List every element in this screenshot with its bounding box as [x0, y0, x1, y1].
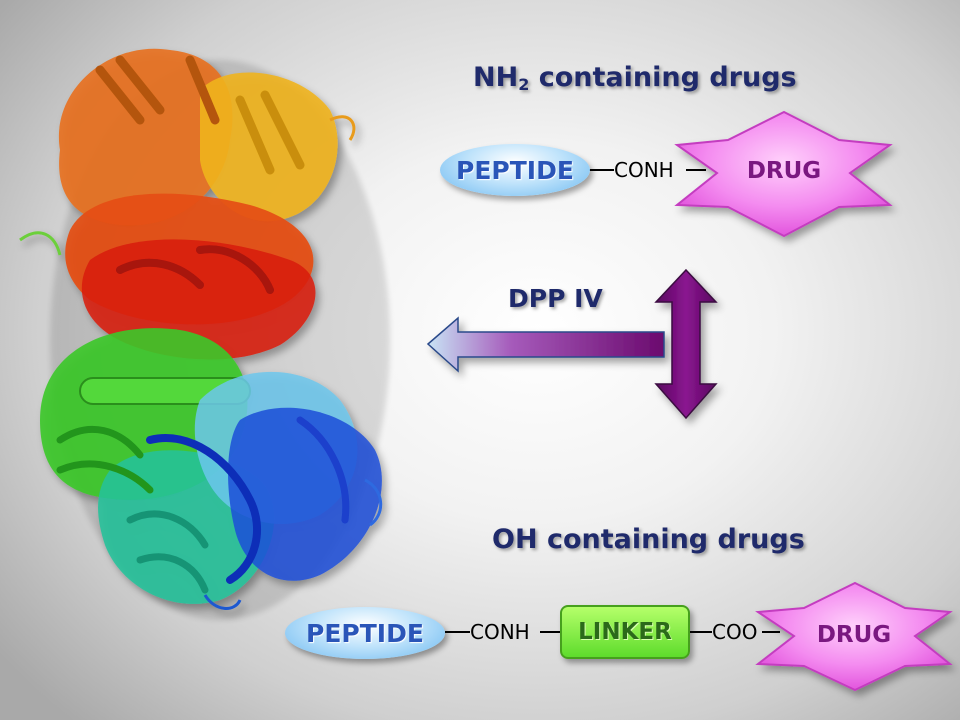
oh-heading: OH containing drugs [492, 524, 805, 555]
heading-suffix: containing drugs [529, 62, 797, 93]
protein-ribbons [19, 48, 383, 610]
bond-label-conh-bottom: CONH [470, 620, 530, 644]
nh2-heading: NH2 containing drugs [473, 62, 797, 94]
drug-label-bottom: DRUG [816, 622, 892, 648]
bond-label-conh-top: CONH [614, 158, 674, 182]
bond-label-coo: COO [712, 620, 758, 644]
drug-star-top [674, 110, 893, 238]
peptide-pill-top: PEPTIDE [440, 144, 590, 196]
peptide-pill-bottom: PEPTIDE [285, 607, 445, 659]
linker-box: LINKER [560, 605, 690, 659]
heading-prefix: NH [473, 62, 519, 93]
dpp-iv-arrows [426, 268, 718, 420]
dpp-iv-label: DPP IV [508, 284, 603, 313]
drug-star-bottom [755, 581, 953, 692]
heading-subscript: 2 [518, 75, 530, 94]
drug-label-top: DRUG [746, 158, 822, 184]
